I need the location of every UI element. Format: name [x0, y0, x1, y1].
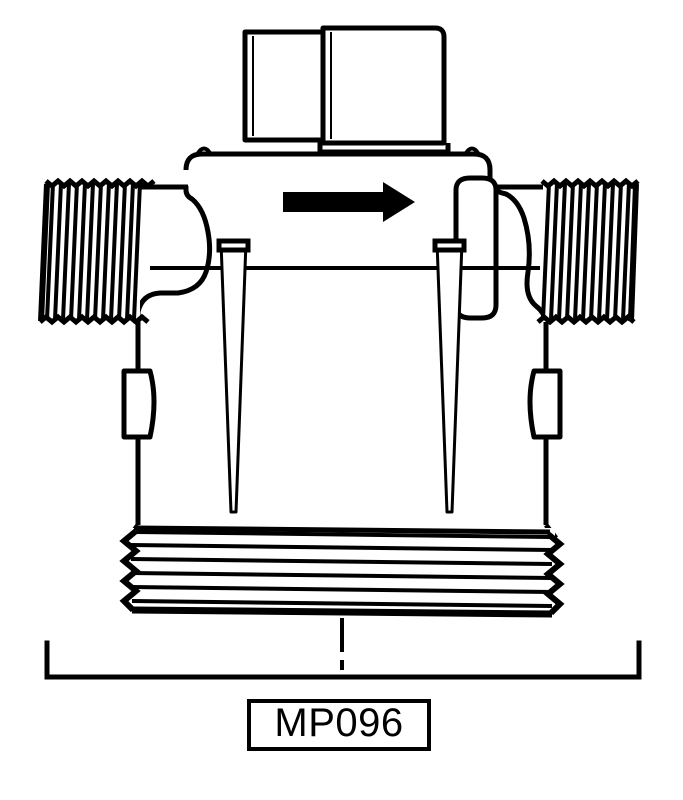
right-port-thread-crest-bottom [536, 313, 636, 326]
top-cover-outline [183, 151, 493, 186]
flow-direction-arrow [283, 182, 415, 222]
bottom-thread-fill [128, 528, 555, 612]
part-label-box [247, 699, 431, 751]
top-housing-group [242, 25, 451, 155]
body-right-wall [488, 184, 549, 525]
part-label-text: MP096 [274, 701, 403, 745]
right-shoulder-pill-boss [453, 175, 499, 321]
left-pin-head [216, 238, 251, 253]
left-port-thread-crest-bottom [38, 313, 150, 326]
body-left-wall [135, 186, 213, 525]
bottom-thread-group [119, 523, 565, 618]
flow-arrow-shape [283, 182, 415, 222]
top-cover-plate-group [183, 146, 493, 186]
internal-pins-group [216, 238, 467, 514]
left-side-boss [121, 368, 157, 440]
right-threaded-port [536, 177, 640, 326]
right-pin-head [432, 238, 467, 253]
bottom-thread-turn-lines [130, 530, 553, 608]
dimension-bracket-path [44, 640, 642, 680]
left-threaded-port [38, 177, 156, 326]
part-number-callout: MP096 [247, 699, 431, 751]
left-port-thread-crest-top [44, 177, 156, 190]
right-port-thread-crest-top [540, 177, 640, 190]
top-housing-right-block [320, 25, 447, 146]
dimension-bracket [44, 640, 642, 680]
bottom-thread-crest-right [543, 531, 565, 616]
left-port-thread-lines [45, 182, 142, 321]
bottom-thread-crest-left [119, 528, 141, 613]
bottom-thread-top-edge [133, 525, 551, 535]
internal-pin-left [216, 238, 251, 514]
housing-right-block-body [320, 25, 447, 146]
left-port-end-face [38, 183, 50, 322]
bottom-thread-bottom-edge [131, 606, 553, 618]
internal-pin-right [432, 238, 467, 514]
side-bosses-group [121, 368, 563, 440]
right-port-end-face [628, 183, 639, 322]
right-side-boss [527, 368, 563, 440]
